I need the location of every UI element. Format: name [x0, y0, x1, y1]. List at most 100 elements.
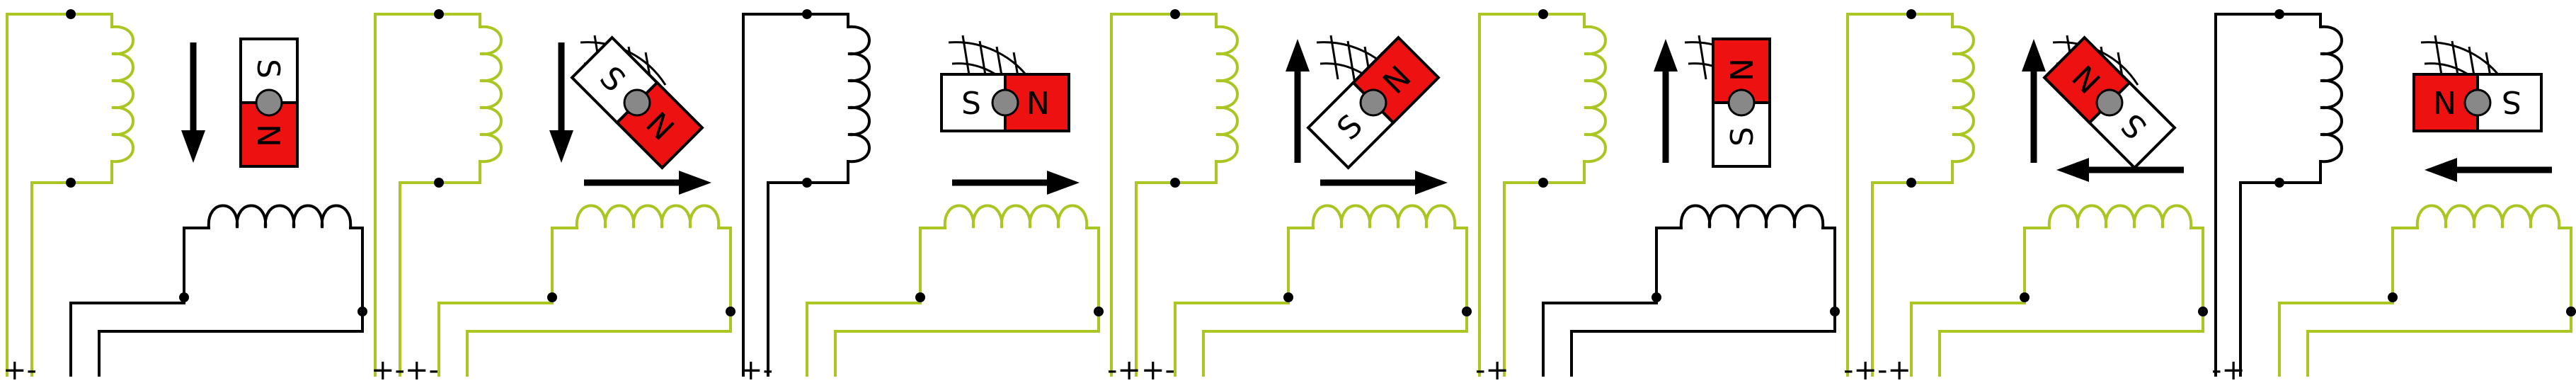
field-arrow-left-head — [2056, 158, 2089, 182]
junction-dot — [1538, 9, 1548, 19]
sweep-tick — [961, 35, 971, 80]
top-coil — [110, 25, 134, 164]
terminal-polarity-labels: -+ — [2211, 354, 2245, 383]
rotor-pivot — [2095, 88, 2124, 117]
motion-arrow-down-head — [549, 130, 573, 163]
junction-dot — [1283, 292, 1293, 302]
top-coil — [1951, 25, 1975, 164]
top-coil-lead-1 — [742, 13, 849, 377]
bottom-coil — [207, 204, 353, 229]
junction-dot — [1651, 292, 1661, 302]
junction-dot — [357, 307, 367, 316]
junction-dot — [1906, 178, 1916, 188]
top-coil-lead-1 — [2214, 13, 2322, 377]
junction-dot — [2020, 292, 2030, 302]
terminal-polarity-labels: -++- — [1107, 354, 1175, 383]
field-arrow-right-head — [1047, 171, 1080, 195]
junction-dot — [2388, 292, 2398, 302]
junction-dot — [1094, 307, 1104, 316]
top-coil-lead-1 — [1110, 13, 1218, 377]
bottom-coil — [1311, 204, 1457, 229]
south-pole-label: S — [2502, 84, 2521, 120]
rotor-pivot — [1727, 88, 1756, 117]
junction-dot — [1170, 178, 1180, 188]
rotor-pivot — [1359, 88, 1387, 117]
top-coil — [1583, 25, 1607, 164]
top-coil — [847, 25, 871, 164]
terminal-polarity-labels: -+ — [1475, 354, 1509, 383]
top-coil — [1215, 25, 1239, 164]
rotor-magnet: SN — [1712, 38, 1771, 168]
bottom-coil — [2047, 204, 2193, 229]
bottom-coil-lead-1 — [806, 227, 946, 377]
bottom-coil-lead-2 — [98, 227, 364, 377]
south-pole-label: S — [1724, 127, 1761, 147]
bottom-coil-lead-2 — [1570, 227, 1836, 377]
junction-dot — [179, 292, 189, 302]
bottom-coil-lead-1 — [437, 227, 578, 377]
junction-dot — [1170, 9, 1180, 19]
terminal-polarity-labels: +- — [739, 354, 773, 383]
bottom-coil-lead-1 — [1910, 227, 2051, 377]
junction-dot — [726, 307, 735, 316]
top-coil-lead-1 — [1478, 13, 1586, 377]
step-panel-4: -++- SN — [1107, 9, 1472, 383]
top-coil-lead-1 — [1846, 13, 1954, 377]
rotor-pivot — [255, 88, 283, 117]
field-arrow-left-head — [2425, 158, 2457, 182]
bottom-coil-lead-1 — [1542, 227, 1683, 377]
junction-dot — [547, 292, 557, 302]
bottom-coil-lead-2 — [2306, 227, 2572, 377]
top-coil-lead-1 — [6, 13, 113, 377]
junction-dot — [66, 178, 76, 188]
junction-dot — [915, 292, 925, 302]
rotor-pivot — [2463, 88, 2492, 117]
bottom-coil-lead-2 — [1202, 227, 1468, 377]
junction-dot — [802, 178, 812, 188]
rotor-magnet: SN — [570, 35, 704, 170]
motion-arrow-up-head — [1286, 39, 1310, 72]
motion-arrow-down-head — [181, 130, 205, 163]
junction-dot — [1462, 307, 1472, 316]
motion-arrow-up-head — [2022, 39, 2046, 72]
junction-dot — [2274, 178, 2284, 188]
junction-dot — [2274, 9, 2284, 19]
step-panel-5: -+SN — [1475, 9, 1840, 383]
bottom-coil-lead-2 — [1938, 227, 2204, 377]
rotor-pivot — [991, 88, 1019, 117]
bottom-coil-lead-1 — [1174, 227, 1315, 377]
rotor-pivot — [623, 88, 651, 117]
motion-arrow-up-head — [1654, 39, 1678, 72]
top-coil-lead-1 — [374, 13, 481, 377]
sweep-tick — [1698, 35, 1707, 80]
step-panel-2: +-+- SN — [371, 9, 735, 383]
south-pole-label: S — [250, 59, 286, 79]
junction-dot — [2566, 307, 2576, 316]
north-pole-label: N — [2433, 84, 2456, 120]
step-panel-6: -+-+ SN — [1843, 9, 2208, 383]
rotor-magnet: SN — [2042, 35, 2177, 170]
terminal-polarity-labels: -+-+ — [1843, 354, 1911, 383]
junction-dot — [1830, 307, 1840, 316]
junction-dot — [2198, 307, 2208, 316]
north-pole-label: N — [1724, 58, 1761, 81]
step-panel-7: -+ S N — [2211, 9, 2576, 383]
bottom-coil — [575, 204, 721, 229]
junction-dot — [802, 9, 812, 19]
junction-dot — [66, 9, 76, 19]
rotor-magnet: SN — [1306, 35, 1441, 170]
north-pole-label: N — [250, 124, 286, 147]
junction-dot — [434, 178, 444, 188]
junction-dot — [434, 9, 444, 19]
step-panel-1: +- S N — [3, 9, 367, 383]
bottom-coil-lead-1 — [2278, 227, 2419, 377]
field-arrow-right-head — [1415, 171, 1448, 195]
sweep-tick — [1346, 40, 1356, 84]
north-pole-label: N — [1026, 86, 1050, 122]
terminal-polarity-labels: +- — [3, 354, 37, 383]
terminal-polarity-labels: +-+- — [371, 354, 439, 383]
south-pole-label: S — [961, 86, 981, 122]
sweep-tick — [1329, 35, 1339, 80]
